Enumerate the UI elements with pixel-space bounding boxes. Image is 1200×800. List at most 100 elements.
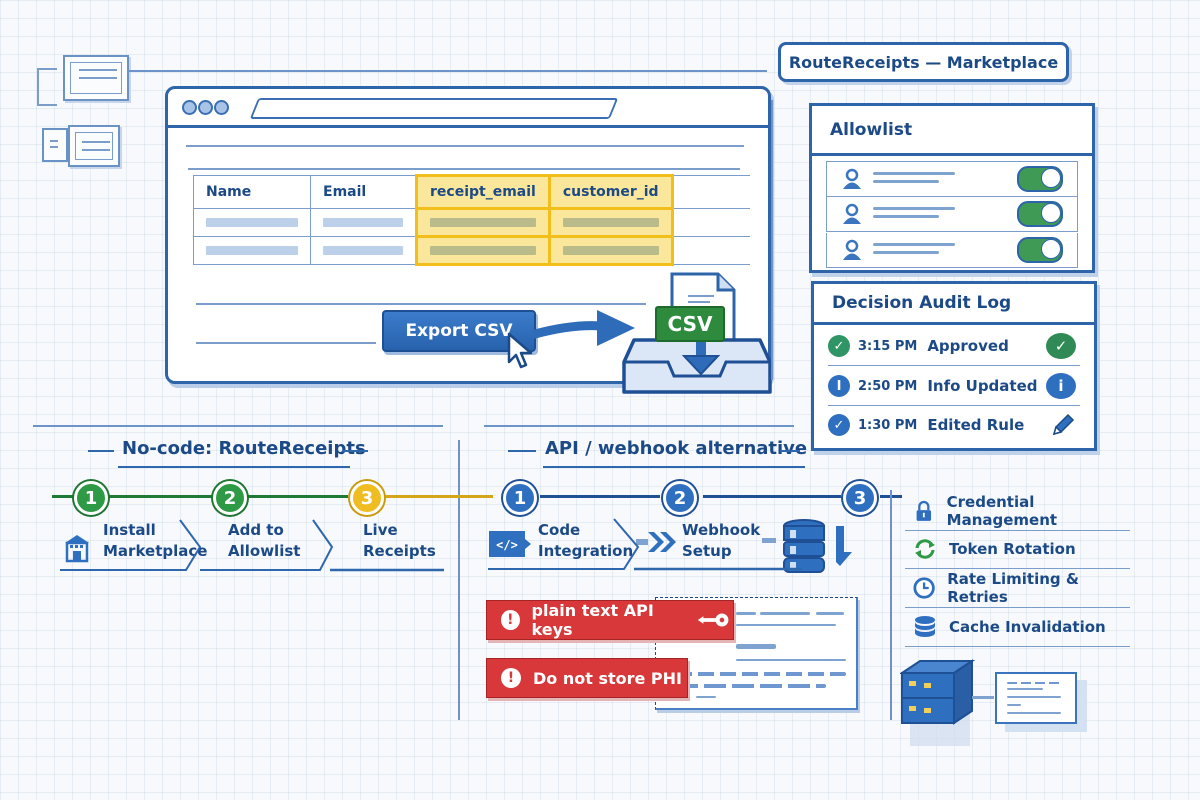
concern-rate-limiting[interactable]: Rate Limiting & Retries	[905, 569, 1130, 608]
api-step-1-label[interactable]: Code Integration	[538, 520, 633, 562]
allowlist-toggle[interactable]	[1017, 201, 1063, 227]
nocode-step-1-badge: 1	[74, 481, 108, 515]
content-divider	[196, 303, 646, 305]
entry-time: 2:50 PM	[858, 378, 918, 394]
server-icon	[900, 659, 976, 746]
lock-icon	[916, 500, 932, 521]
storefront-icon	[65, 535, 89, 563]
database-icon	[915, 616, 935, 637]
allowlist-panel: Allowlist	[809, 103, 1095, 273]
audit-log-title: Decision Audit Log	[814, 284, 1094, 325]
warning-plain-text-api-keys: ! plain text API keys	[486, 600, 734, 640]
concern-cache-invalidation[interactable]: Cache Invalidation	[905, 608, 1130, 647]
step-label-line: Setup	[682, 542, 732, 560]
data-table: Name Email receipt_email customer_id	[193, 174, 750, 266]
title-underline	[118, 466, 350, 468]
user-icon	[843, 203, 861, 224]
title-dash	[342, 450, 368, 452]
info-badge-icon: i	[1046, 373, 1076, 399]
step-label-line: Webhook	[682, 521, 761, 539]
audit-log-panel: Decision Audit Log ✓ 3:15 PM Approved ✓ …	[811, 281, 1097, 451]
database-icon	[762, 519, 852, 573]
concern-label: Rate Limiting & Retries	[947, 570, 1079, 606]
app-title: RouteReceipts — Marketplace	[778, 42, 1069, 82]
nocode-step-2-badge: 2	[213, 481, 247, 515]
server-connector	[972, 696, 994, 699]
check-badge-icon: ✓	[1046, 333, 1076, 359]
table-header-row: Name Email receipt_email customer_id	[193, 174, 750, 210]
api-step-3-badge: 3	[843, 481, 877, 515]
content-divider	[196, 342, 376, 344]
allowlist-row[interactable]	[826, 161, 1078, 197]
nocode-step-3-badge: 3	[350, 481, 384, 515]
column-header-email[interactable]: Email	[310, 175, 417, 209]
concern-label: Credential Management	[946, 493, 1058, 529]
allowlist-toggle[interactable]	[1017, 237, 1063, 263]
step-label-line: Code	[538, 521, 581, 539]
concern-label: Token Rotation	[949, 540, 1076, 558]
allowlist-row[interactable]	[826, 197, 1078, 232]
audit-log-entry[interactable]: I 2:50 PM Info Updated i	[828, 367, 1080, 406]
browser-window: Name Email receipt_email customer_id	[165, 86, 771, 384]
column-header-name[interactable]: Name	[193, 175, 311, 209]
nocode-step-1-label[interactable]: Install Marketplace	[103, 520, 207, 562]
audit-log-entry[interactable]: ✓ 3:15 PM Approved ✓	[828, 327, 1080, 366]
panel-edge-line	[771, 100, 773, 380]
check-icon: ✓	[828, 335, 850, 357]
connector-bracket	[37, 68, 57, 106]
export-csv-button[interactable]: Export CSV	[382, 310, 536, 352]
nocode-section-title: No-code: RouteReceipts	[122, 438, 366, 459]
info-icon: I	[828, 375, 850, 397]
concern-label: Cache Invalidation	[949, 618, 1106, 636]
mini-window-1	[63, 55, 129, 101]
nocode-progress-line	[52, 495, 212, 498]
table-row[interactable]	[193, 207, 750, 238]
section-divider	[33, 425, 443, 427]
nocode-step-2-label[interactable]: Add to Allowlist	[228, 520, 300, 562]
nocode-progress-line	[245, 495, 348, 498]
cell-placeholder	[206, 246, 298, 255]
api-step-chevrons	[488, 518, 892, 575]
mini-window-3	[42, 128, 68, 162]
column-header-empty	[671, 175, 750, 209]
nocode-step-3-label[interactable]: Live Receipts	[363, 520, 436, 562]
entry-time: 1:30 PM	[858, 417, 918, 433]
column-header-receipt-email[interactable]: receipt_email	[415, 174, 551, 210]
step-label-line: Receipts	[363, 542, 436, 560]
step-label-line: Live	[363, 521, 398, 539]
user-icon	[843, 168, 861, 189]
alert-icon: !	[501, 610, 520, 630]
api-progress-line	[540, 495, 660, 498]
api-section-title: API / webhook alternative	[545, 438, 808, 459]
api-progress-line	[703, 495, 841, 498]
allowlist-row[interactable]	[826, 233, 1078, 268]
cell-placeholder	[562, 246, 659, 255]
step-label-line: Install	[103, 521, 156, 539]
arrow-right-icon	[533, 310, 635, 346]
api-step-1-badge: 1	[503, 481, 537, 515]
allowlist-title: Allowlist	[812, 106, 1092, 156]
title-dash	[508, 450, 536, 452]
cell-placeholder	[562, 218, 659, 227]
refresh-icon	[915, 539, 935, 559]
clock-icon	[913, 577, 935, 599]
allowlist-toggle[interactable]	[1017, 166, 1063, 192]
nocode-progress-line	[383, 495, 493, 498]
concern-credential-management[interactable]: Credential Management	[905, 492, 1130, 531]
address-bar[interactable]	[249, 98, 619, 119]
window-dot-close[interactable]	[182, 100, 197, 115]
audit-log-entry[interactable]: ✓ 1:30 PM Edited Rule	[828, 406, 1080, 444]
table-row[interactable]	[193, 235, 750, 266]
window-dot-minimize[interactable]	[198, 100, 213, 115]
browser-toolbar	[168, 89, 768, 128]
entry-action: Approved	[927, 337, 1009, 355]
step-label-line: Allowlist	[228, 542, 301, 560]
column-header-customer-id[interactable]: customer_id	[547, 174, 674, 210]
step-chevrons	[60, 519, 444, 572]
window-dot-maximize[interactable]	[214, 100, 229, 115]
concern-token-rotation[interactable]: Token Rotation	[905, 530, 1130, 569]
content-divider	[188, 168, 740, 170]
api-step-2-label[interactable]: Webhook Setup	[682, 520, 760, 562]
warning-text: plain text API keys	[531, 601, 654, 639]
cell-placeholder	[206, 218, 298, 227]
